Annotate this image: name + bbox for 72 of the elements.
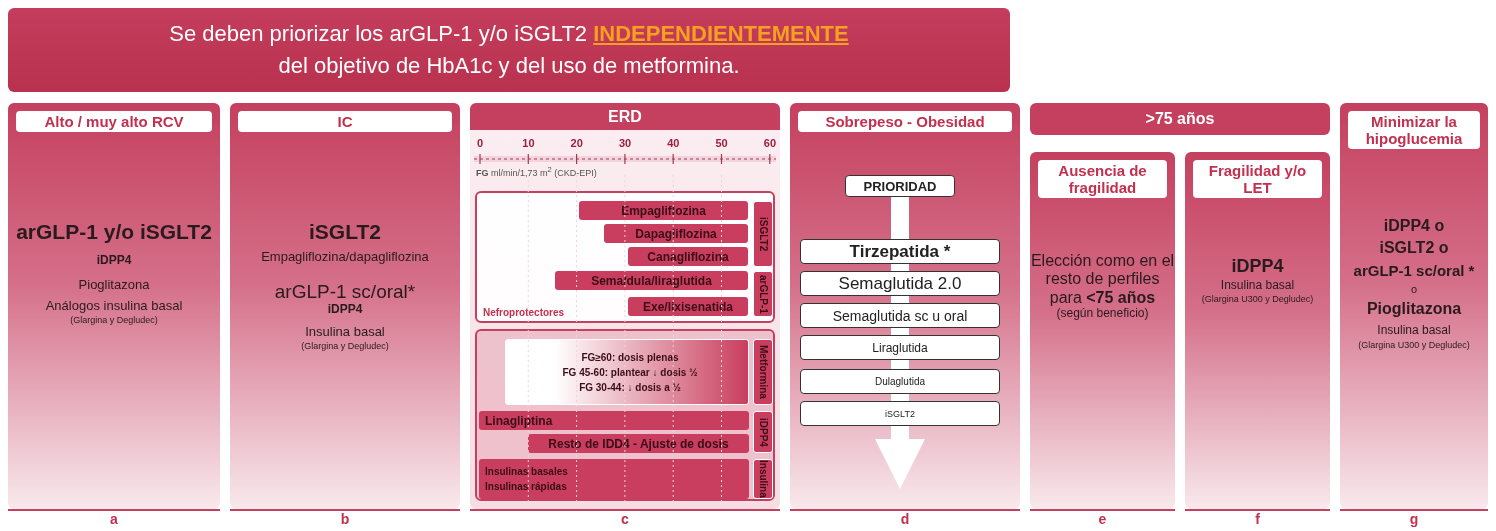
range-bar: Empagliflozina <box>579 201 748 220</box>
note-text: (Glargina U300 y Degludec) <box>1358 339 1470 351</box>
range-bar: FG≥60: dosis plenas FG 45-60: plantear ↓ dosis ½ FG 30-44: ↓ dosis a ½ <box>505 339 749 405</box>
option-box: Liraglutida <box>800 335 1000 360</box>
option-box: Tirzepatida * <box>800 239 1000 264</box>
range-bar: Sema/dula/liraglutida <box>555 271 748 290</box>
tick-label: 60 <box>763 137 776 149</box>
tick-label: 20 <box>570 137 583 149</box>
side-tab: arGLP-1 <box>753 271 773 317</box>
option-box: Semaglutida sc u oral <box>800 303 1000 328</box>
panel-heading: Alto / muy alto RCV <box>16 111 212 132</box>
recommendation-text: o <box>1410 283 1418 296</box>
priority-box: PRIORIDAD <box>845 175 955 197</box>
side-tab: iDPP4 <box>753 411 773 453</box>
panel-letter: b <box>230 509 460 526</box>
range-bar: Insulinas basales Insulinas rápidas <box>479 459 749 499</box>
recommendation-text: Insulina basal <box>305 324 385 340</box>
option-box: Dulaglutida <box>800 369 1000 394</box>
recommendation-text: Pioglitazona <box>78 277 150 293</box>
recommendation-text: Insulina basal <box>1220 278 1295 293</box>
recommendation-text: iDPP4 <box>327 302 363 317</box>
range-bar: Exe/lixisenatida <box>628 297 748 316</box>
banner-background <box>8 8 1010 92</box>
axis-title: FG ml/min/1,73 m$^{2}$ (CKD-EPI) <box>476 165 597 178</box>
tick-label: 10 <box>522 137 535 149</box>
panel-letter: f <box>1185 509 1330 526</box>
tick-label: 0 <box>475 137 485 149</box>
tick-label: 30 <box>618 137 631 149</box>
group-box <box>475 191 775 323</box>
recommendation-text: Empagliflozina/dapagliflozina <box>261 250 429 266</box>
option-box: Semaglutida 2.0 <box>800 271 1000 296</box>
recommendation-text: iDPP4 o <box>1383 217 1445 236</box>
recommendation-text: Insulina basal <box>1377 324 1451 338</box>
note-text: (Glargina y Degludec) <box>301 340 389 351</box>
note-text: (según beneficio) <box>1056 307 1149 321</box>
recommendation-text: Análogos insulina basal <box>45 298 183 314</box>
option-box: iSGLT2 <box>800 401 1000 426</box>
note-text: (Glargina U300 y Degludec) <box>1201 294 1314 305</box>
range-bar: Canagliflozina <box>628 247 748 266</box>
recommendation-text: Elección como en el resto de perfiles para <75 años <box>1030 252 1175 308</box>
recommendation-text: iDPP4 <box>1231 256 1284 277</box>
range-bar: Resto de IDD4 - Ajuste de dosis <box>528 434 749 453</box>
recommendation-text: arGLP-1 y/o iSGLT2 <box>16 220 212 245</box>
recommendation-text: iSGLT2 <box>309 220 381 245</box>
panel-heading: Fragilidad y/o LET <box>1193 160 1322 198</box>
panel-heading: ERD <box>470 103 780 130</box>
tick-label: 40 <box>667 137 680 149</box>
panel-heading: Ausencia de fragilidad <box>1038 160 1167 198</box>
recommendation-text: iDPP4 <box>96 254 132 268</box>
side-tab: iSGLT2 <box>753 201 773 267</box>
heading-band: >75 años <box>1030 103 1330 135</box>
side-tab: Insulina <box>753 459 773 499</box>
group-label: Nefroprotectores <box>483 307 565 318</box>
range-bar: Linagliptina <box>479 411 749 430</box>
panel-heading: Sobrepeso - Obesidad <box>798 111 1012 132</box>
panel-letter: e <box>1030 509 1175 526</box>
tick-label: 50 <box>715 137 728 149</box>
panel-letter: a <box>8 509 220 526</box>
panel-letter: d <box>790 509 1020 526</box>
range-bar: Dapagliflozina <box>604 224 748 243</box>
recommendation-text: arGLP-1 sc/oral * <box>1353 261 1475 280</box>
note-text: (Glargina y Degludec) <box>70 314 158 326</box>
group-box <box>475 329 775 501</box>
panel-heading: IC <box>238 111 452 132</box>
recommendation-text: iSGLT2 o <box>1379 239 1449 258</box>
panel-letter: c <box>470 509 780 526</box>
banner-text: Se deben priorizar los arGLP-1 y/o iSGLT2 INDEPENDIENTEMENTE del objetivo de HbA1c y del uso de metformina. <box>168 20 850 80</box>
recommendation-text: arGLP-1 sc/oral* <box>274 281 416 303</box>
recommendation-text: Pioglitazona <box>1366 299 1462 319</box>
panel-heading: Minimizar la hipoglucemia <box>1348 111 1480 149</box>
panel-letter: g <box>1340 509 1488 526</box>
side-tab: Metformina <box>753 339 773 405</box>
